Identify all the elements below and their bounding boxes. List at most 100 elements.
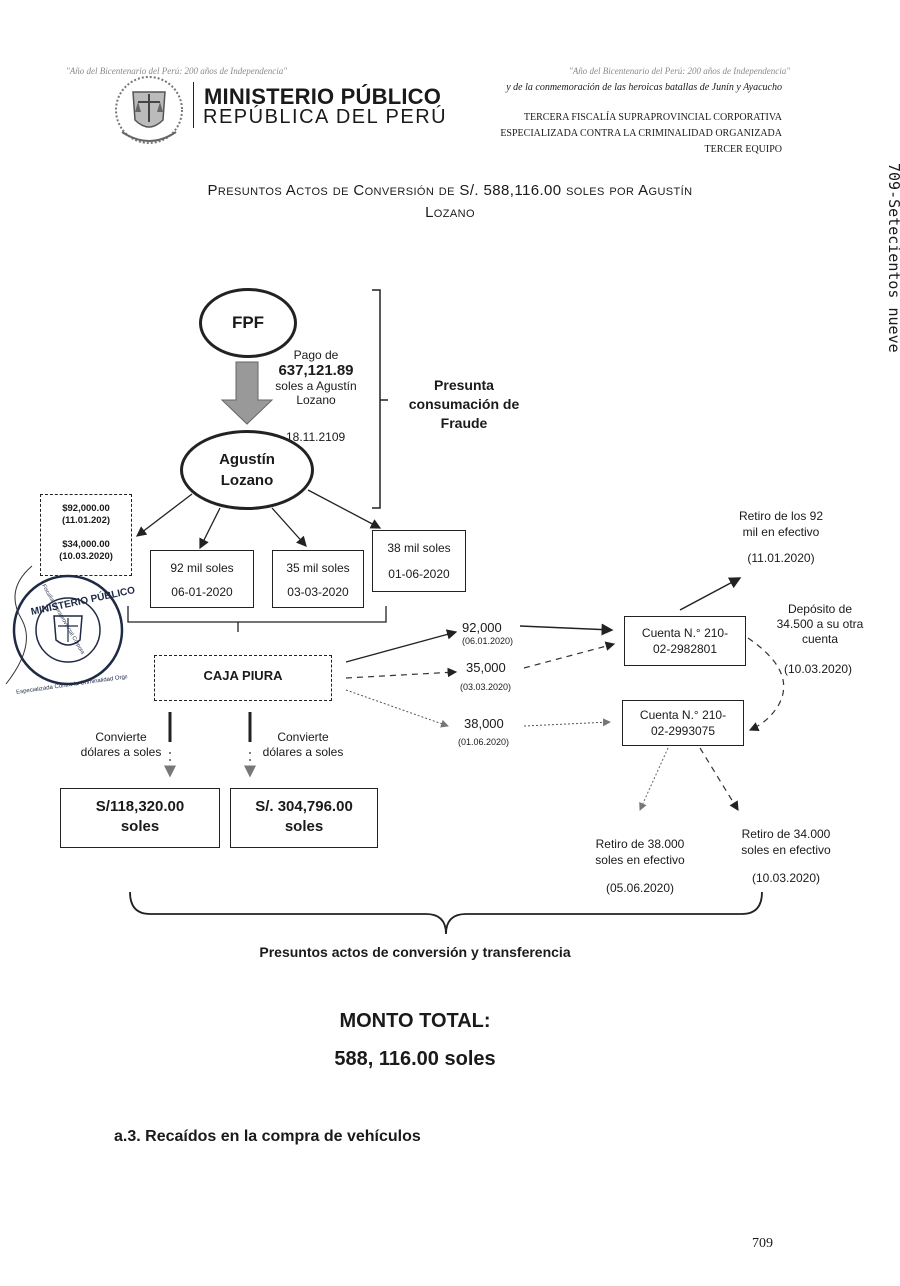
usd-date-2: (10.03.2020) [59, 551, 113, 562]
transfer-box-38: 38 mil soles 01-06-2020 [372, 530, 466, 592]
withdraw-92-label: Retiro de los 92 mil en efectivo (11.01.… [722, 508, 840, 566]
convert-1-label: Convierte dólares a soles [76, 730, 166, 760]
box-38-label: 38 mil soles [387, 541, 451, 555]
office-line-2: ESPECIALIZADA CONTRA LA CRIMINALIDAD ORG… [500, 128, 782, 139]
transfer-box-35: 35 mil soles 03-03-2020 [272, 550, 364, 608]
account-box-2982801: Cuenta N.° 210- 02-2982801 [624, 616, 746, 666]
boxes-bracket [127, 606, 387, 632]
deposit-line-3: cuenta [801, 632, 839, 646]
convert-2-label: Convierte dólares a soles [256, 730, 350, 760]
withdraw-34-line-2: soles en efectivo [741, 843, 831, 857]
payment-date: 18.11.2109 [286, 430, 346, 444]
year-motto-line-1: "Año del Bicentenario del Perú: 200 años… [569, 66, 790, 76]
box-35-date: 03-03-2020 [287, 585, 349, 599]
bracket-caption: Presuntos actos de conversión y transfer… [259, 944, 571, 960]
fraud-label: Presunta consumación de Fraude [392, 376, 536, 433]
coat-of-arms-logo [108, 72, 190, 150]
arrow-92-account-1 [519, 623, 614, 636]
office-line-3: TERCER EQUIPO [704, 144, 783, 155]
result-1-line-1: S/118,320.00 [95, 798, 185, 815]
flow-35-amount: 35,000 [466, 660, 506, 675]
page-title-line-1: Presuntos Actos de Conversión de S/. 588… [207, 182, 693, 199]
convert-1-line-1: Convierte [95, 730, 147, 744]
office-line-1: TERCERA FISCALÍA SUPRAPROVINCIAL CORPORA… [523, 112, 782, 123]
arrow-withdraw-38 [639, 747, 669, 811]
official-stamp [8, 570, 128, 690]
result-box-304796: S/. 304,796.00 soles [230, 788, 378, 848]
page-number: 709 [752, 1236, 773, 1251]
flow-35-date: (03.03.2020) [460, 682, 512, 692]
payment-suffix-2: Lozano [296, 393, 336, 407]
withdraw-92-line-1: Retiro de los 92 [738, 509, 824, 523]
withdraw-92-line-2: mil en efectivo [742, 525, 820, 539]
withdraw-34-line-1: Retiro de 34.000 [741, 827, 831, 841]
header-faint-motto-left: "Año del Bicentenario del Perú: 200 años… [66, 66, 287, 76]
result-2-line-1: S/. 304,796.00 [255, 798, 353, 815]
payment-amount: 637,121.89 [278, 362, 354, 379]
header-divider [193, 82, 194, 128]
account-1-line-1: Cuenta N.° 210- [641, 626, 729, 640]
deposit-line-2: 34.500 a su otra [776, 617, 864, 631]
fraud-line-1: Presunta [434, 377, 494, 393]
deposit-date: (10.03.2020) [784, 662, 853, 676]
withdraw-38-date: (05.06.2020) [605, 881, 675, 895]
usd-amount-2: $34,000.00 [62, 539, 110, 550]
arrow-35-account-1 [523, 641, 616, 669]
withdraw-38-line-1: Retiro de 38.000 [595, 837, 685, 851]
section-heading: a.3. Recaídos en la compra de vehículos [114, 1128, 421, 1145]
arrow-to-usd-box [135, 493, 193, 537]
account-2-line-2: 02-2993075 [650, 724, 716, 738]
agustin-line-2: Lozano [220, 472, 274, 489]
box-92-label: 92 mil soles [170, 561, 234, 575]
box-92-date: 06-01-2020 [171, 585, 233, 599]
withdraw-34-label: Retiro de 34.000 soles en efectivo (10.0… [726, 826, 846, 886]
payment-flow-arrow [220, 361, 274, 425]
usd-amount-1: $92,000.00 [62, 503, 110, 514]
arrow-withdraw-34 [699, 747, 739, 812]
page-title-line-2: Lozano [425, 204, 475, 221]
box-35-label: 35 mil soles [286, 561, 350, 575]
withdraw-38-line-2: soles en efectivo [595, 853, 685, 867]
agustin-lozano-node: Agustín Lozano [180, 430, 314, 510]
payment-suffix-1: soles a Agustín [275, 379, 357, 393]
flow-38-date: (01.06.2020) [458, 737, 510, 747]
total-label: MONTO TOTAL: [339, 1010, 491, 1032]
total-amount: 588, 116.00 soles [334, 1048, 496, 1070]
transfer-box-92: 92 mil soles 06-01-2020 [150, 550, 254, 608]
signature-scribble [5, 565, 33, 685]
deposit-label: Depósito de 34.500 a su otra cuenta [768, 602, 872, 647]
arrow-caja-38 [345, 689, 449, 728]
arrow-deposit [747, 637, 785, 731]
republic-name: REPÚBLICA DEL PERÚ [203, 106, 448, 128]
usd-deposit-box: $92,000.00 (11.01.202) $34,000.00 (10.03… [40, 494, 132, 576]
withdraw-92-date: (11.01.2020) [747, 551, 815, 565]
account-1-line-2: 02-2982801 [652, 642, 718, 656]
payment-prefix: Pago de [293, 348, 339, 362]
flow-92-date: (06.01.2020) [462, 636, 514, 646]
withdraw-34-date: (10.03.2020) [751, 871, 821, 885]
box-38-date: 01-06-2020 [388, 567, 450, 581]
arrow-withdraw-92 [679, 577, 742, 611]
result-1-line-2: soles [120, 818, 160, 835]
result-box-118320: S/118,320.00 soles [60, 788, 220, 848]
arrow-caja-92 [345, 629, 458, 663]
flow-92-amount: 92,000 [462, 620, 502, 635]
agustin-line-1: Agustín [219, 451, 275, 468]
deposit-line-1: Depósito de [787, 602, 853, 616]
arrow-38-account-2 [523, 718, 611, 727]
arrow-to-92-box [199, 507, 221, 550]
fpf-node: FPF [199, 288, 297, 358]
ministry-name: MINISTERIO PÚBLICO [204, 84, 442, 109]
convert-2-line-1: Convierte [277, 730, 329, 744]
arrow-caja-35 [345, 667, 458, 679]
flow-38-amount: 38,000 [464, 716, 504, 731]
arrow-to-38-box [307, 489, 382, 529]
fraud-bracket [372, 289, 388, 509]
caja-piura-box: CAJA PIURA [154, 655, 332, 701]
withdraw-38-label: Retiro de 38.000 soles en efectivo (05.0… [580, 836, 700, 896]
payment-label: Pago de 637,121.89 soles a Agustín Lozan… [266, 348, 366, 407]
account-box-2993075: Cuenta N.° 210- 02-2993075 [622, 700, 744, 746]
usd-date-1: (11.01.202) [61, 515, 111, 526]
fraud-line-3: Fraude [440, 415, 488, 431]
